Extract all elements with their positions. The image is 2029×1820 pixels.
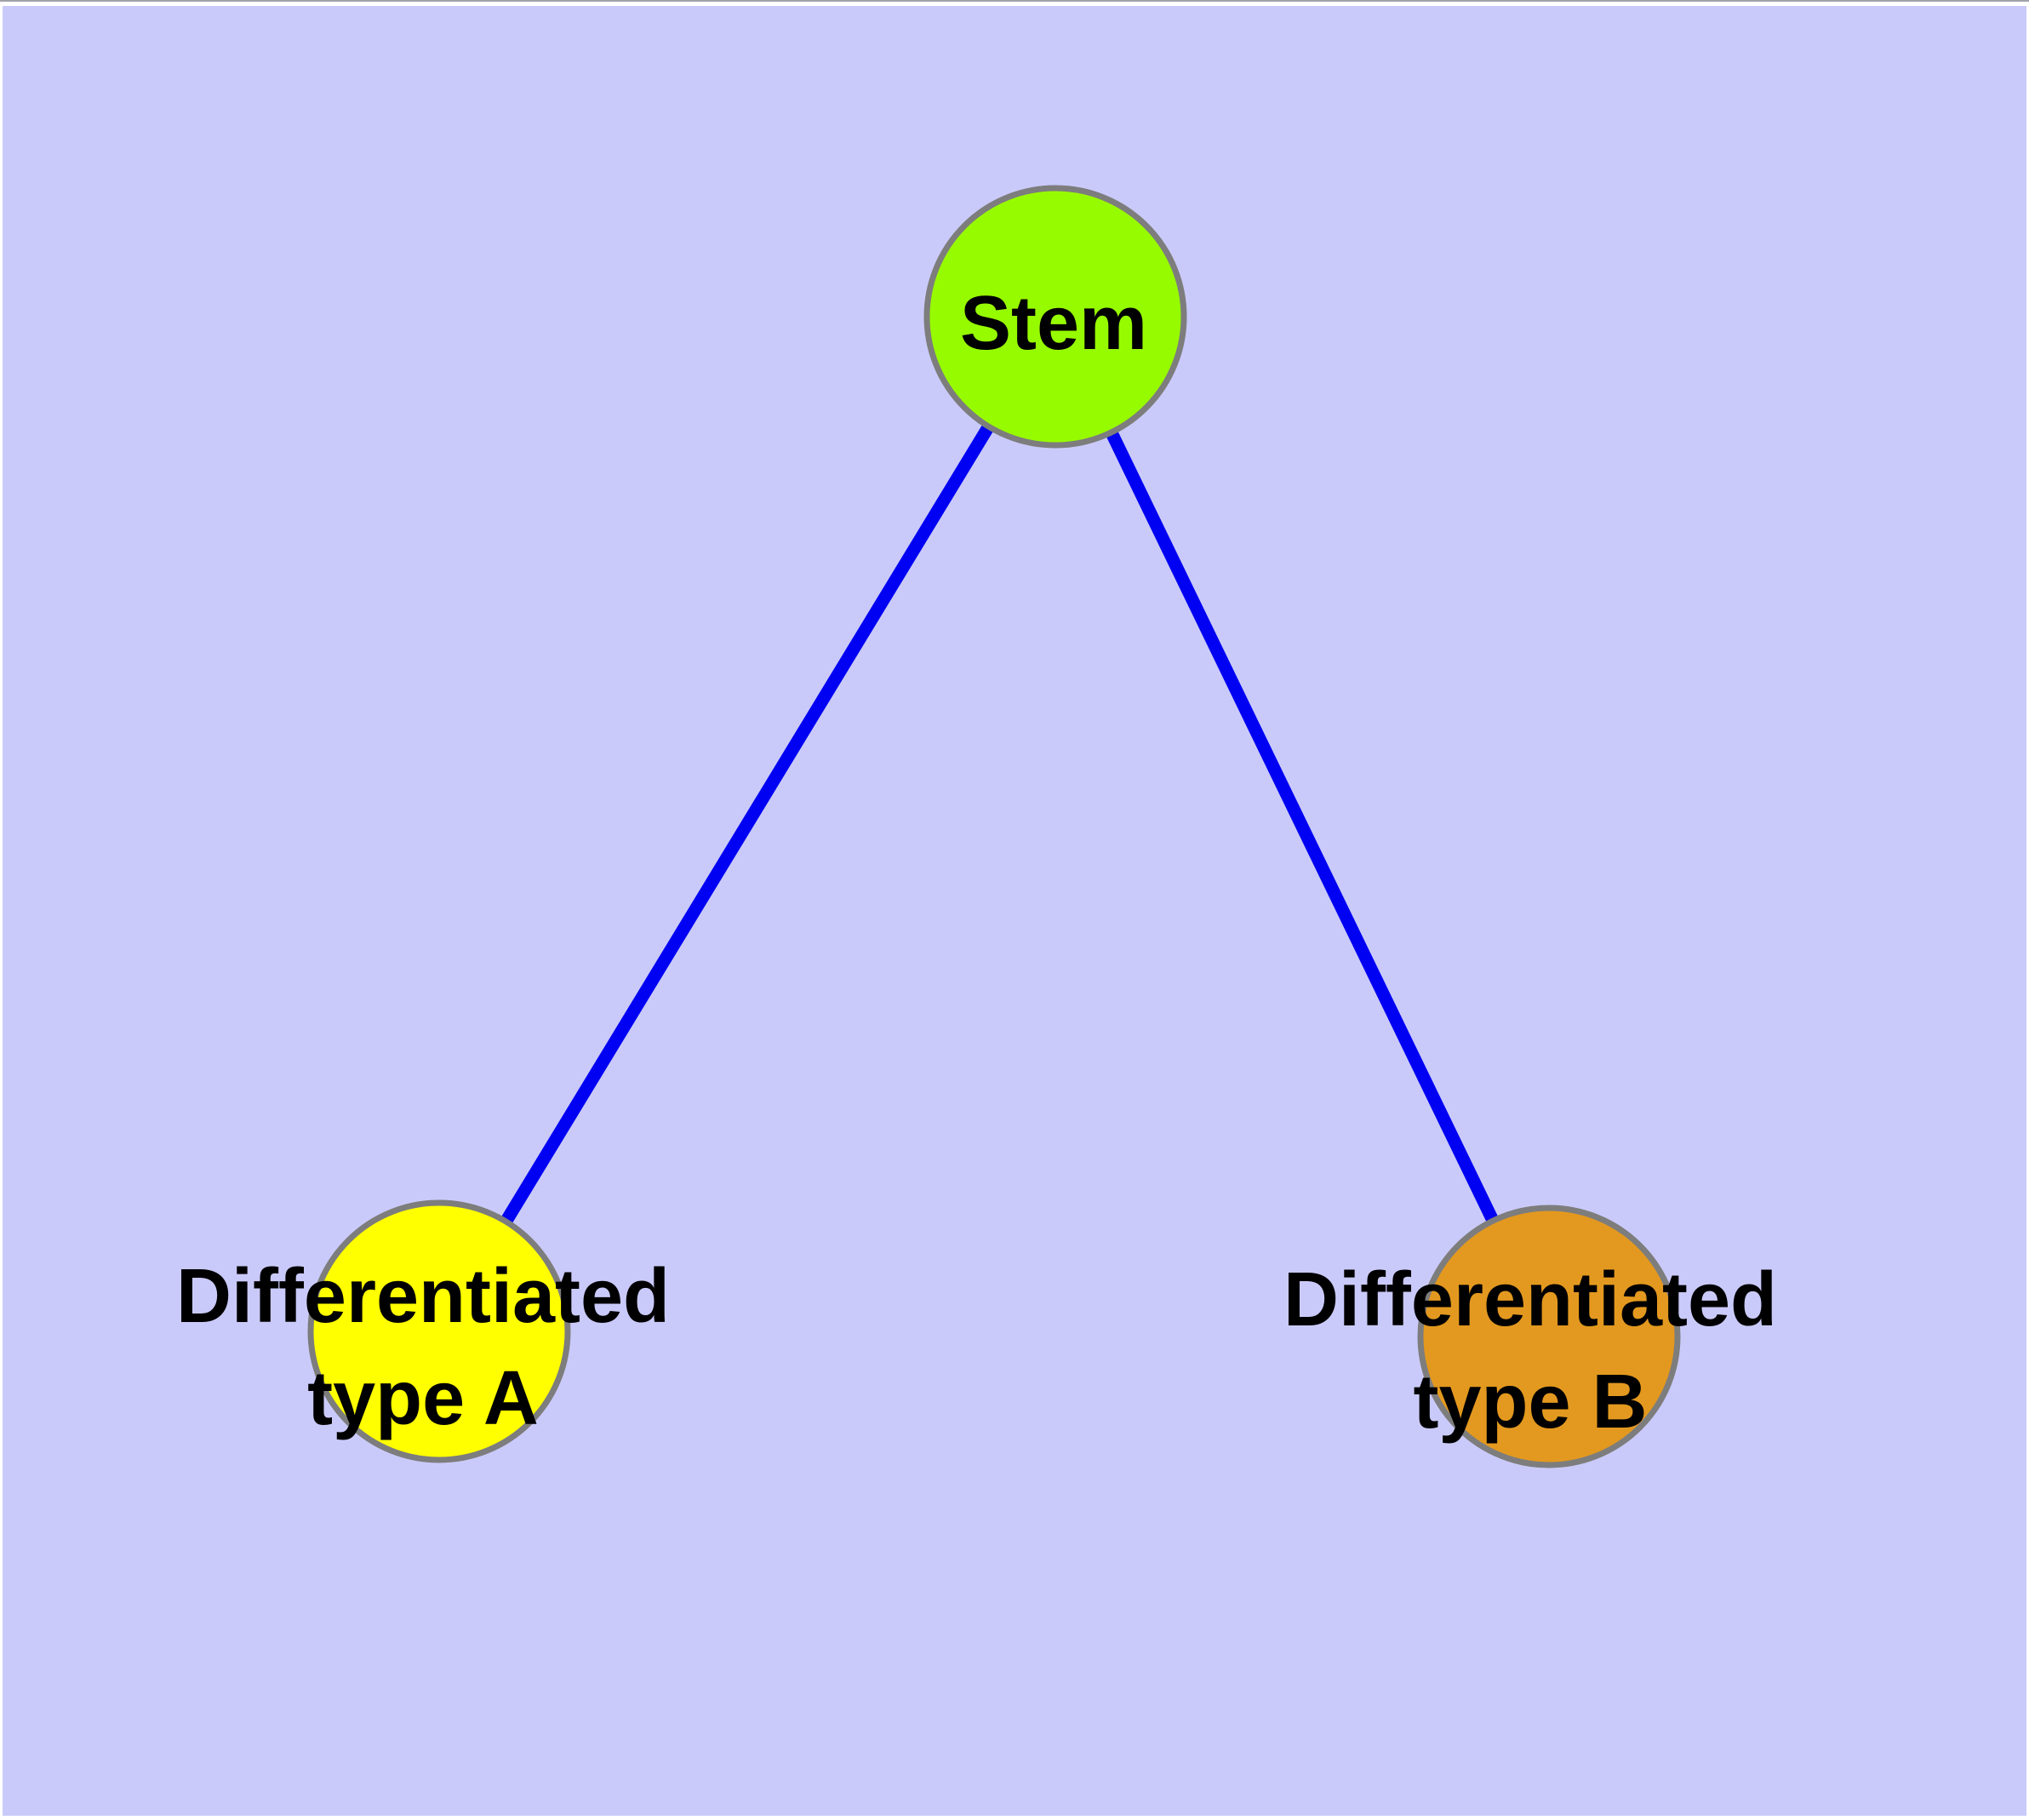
- differentiated-type-a-label-line-2: type A: [307, 1356, 539, 1441]
- differentiated-type-a-label-line-1: Differentiated: [176, 1254, 670, 1339]
- window-top-hairline: [0, 0, 2029, 2]
- stem-node: [923, 185, 1187, 449]
- differentiated-type-a-node: [307, 1199, 571, 1463]
- differentiated-type-a-label: Differentiated type A: [176, 1254, 670, 1441]
- stem-label-line-1: Stem: [960, 281, 1147, 366]
- differentiated-type-b-label: Differentiated type B: [1283, 1257, 1777, 1445]
- differentiated-type-b-label-line-2: type B: [1413, 1359, 1647, 1445]
- stem-label: Stem: [960, 281, 1147, 366]
- edge-stem-to-differentiated-type-a: [433, 313, 1061, 1335]
- differentiated-type-b-label-line-1: Differentiated: [1283, 1257, 1777, 1342]
- edge-stem-to-differentiated-type-b: [1049, 313, 1555, 1340]
- differentiated-type-b-node: [1417, 1205, 1681, 1468]
